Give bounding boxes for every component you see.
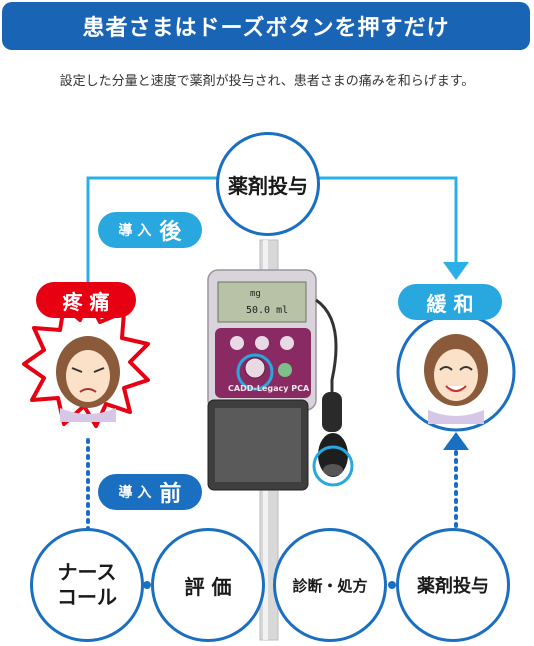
step-evaluation: 評 価 [151,528,265,642]
relief-label-text: 緩 和 [426,291,474,316]
pump-screen-line2: 50.0 ml [246,305,289,316]
arrow-up-icon [443,432,469,450]
badge-before-introduction: 導 入 前 [98,474,202,510]
relief-label: 緩 和 [398,284,502,320]
badge-after-small: 導 入 [118,223,152,239]
step-nurse-call: ナース コール [30,528,144,642]
node-label: 薬剤投与 [228,173,308,198]
step-nurse-call-line1: ナース [57,560,117,584]
connector-dot-3 [388,581,396,589]
highlight-ring-dose-button [312,445,354,487]
badge-after-big: 後 [159,220,182,245]
step-drug-administration: 薬剤投与 [396,528,510,642]
highlight-ring-pump [236,353,274,391]
node-drug-administration-top: 薬剤投与 [216,132,320,236]
flow-line-top [86,176,220,290]
step-drug-label: 薬剤投与 [417,576,489,597]
page-subtitle: 設定した分量と速度で薬剤が投与され、患者さまの痛みを和らげます。 [59,74,475,89]
page-header: 患者さまはドーズボタンを押すだけ [2,2,530,50]
pump-screen-line1: mg [250,289,261,299]
distressed-patient-face [56,336,120,422]
badge-before-small: 導 入 [118,485,152,501]
flow-line-right [318,176,458,262]
badge-after-introduction: 導 入 後 [98,212,202,248]
pump-brand-label: CADD-Legacy PCA [228,384,310,393]
step-diagnosis-label: 診断・処方 [292,576,368,595]
step-evaluation-label: 評 価 [184,574,232,599]
step-diagnosis-prescription: 診断・処方 [273,528,387,642]
connector-dot-1 [143,581,151,589]
arrow-down-icon [443,262,469,280]
infusion-pump [207,269,348,491]
smiling-patient-face [424,334,488,424]
step-nurse-call-line2: コール [57,585,117,609]
badge-before-big: 前 [159,482,182,507]
pain-label: 疼 痛 [36,282,136,318]
pain-label-text: 疼 痛 [62,289,110,314]
